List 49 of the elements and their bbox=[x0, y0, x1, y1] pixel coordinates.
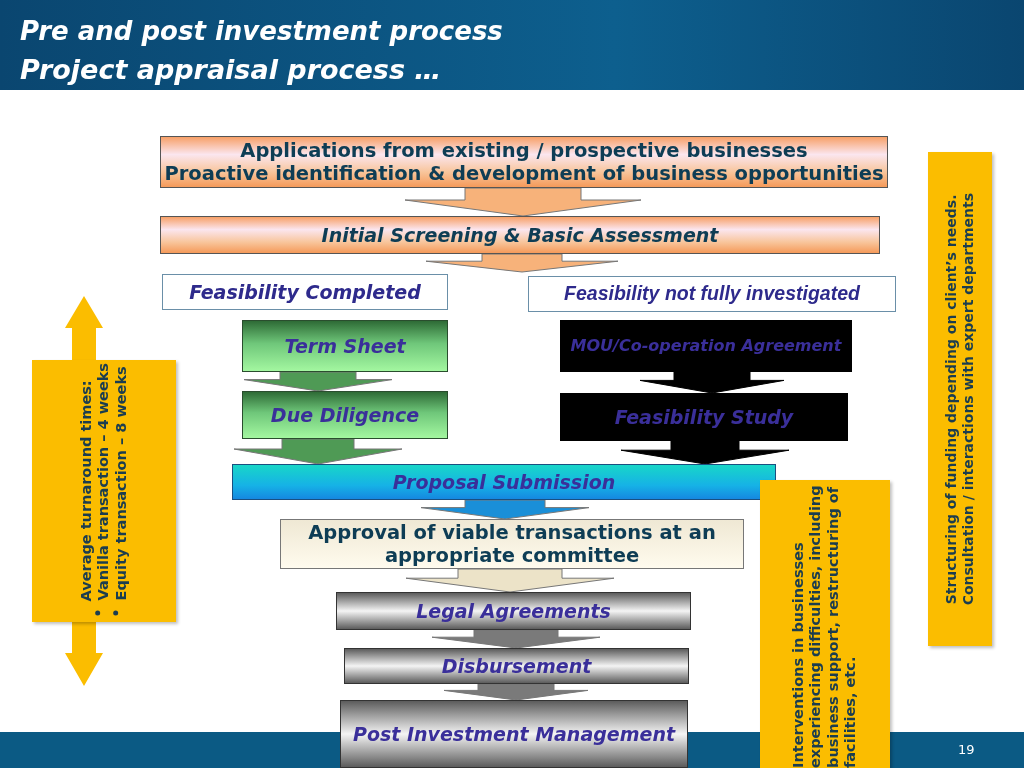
process-box bbox=[280, 519, 744, 569]
process-box bbox=[160, 216, 880, 254]
block-arrow bbox=[620, 440, 790, 465]
process-box bbox=[560, 393, 848, 441]
process-box bbox=[528, 276, 896, 312]
box-text: Post Investment Management bbox=[353, 722, 675, 746]
process-box bbox=[340, 700, 688, 768]
block-arrow bbox=[233, 438, 403, 465]
note-text: Equity transaction – 8 weeks bbox=[112, 366, 130, 601]
box-text: Legal Agreements bbox=[416, 599, 611, 623]
process-box bbox=[344, 648, 689, 684]
note-text: Interventions in businesses experiencing difficulties, including business support, restructuring of facilities, etc. bbox=[790, 484, 860, 768]
process-box bbox=[560, 320, 852, 372]
block-arrow bbox=[431, 629, 601, 649]
slide-subtitle: Project appraisal process … bbox=[20, 54, 442, 85]
note-panel bbox=[32, 360, 176, 622]
box-text: Due Diligence bbox=[270, 403, 420, 427]
block-arrow bbox=[639, 371, 785, 394]
process-box bbox=[242, 320, 448, 372]
process-box bbox=[336, 592, 691, 630]
process-box bbox=[162, 274, 448, 310]
note-text: Structuring of funding depending on client’s needs. bbox=[943, 193, 960, 606]
process-box bbox=[160, 136, 888, 188]
note-panel bbox=[760, 480, 890, 768]
box-text: Proposal Submission bbox=[392, 470, 616, 494]
box-text: Applications from existing / prospective businesses bbox=[240, 138, 808, 162]
process-box bbox=[242, 391, 448, 439]
box-text: Feasibility Study bbox=[614, 405, 794, 429]
block-arrow bbox=[443, 683, 589, 701]
box-text: Approval of viable transactions at an appropriate committee bbox=[307, 520, 717, 568]
slide-title: Pre and post investment process bbox=[20, 16, 503, 46]
page-number: 19 bbox=[958, 742, 975, 757]
box-text: Term Sheet bbox=[284, 334, 406, 358]
block-arrow bbox=[405, 568, 615, 593]
block-arrow bbox=[243, 371, 393, 392]
process-box bbox=[232, 464, 776, 500]
note-panel bbox=[928, 152, 992, 646]
box-text: MOU/Co-operation Agreement bbox=[570, 336, 842, 356]
box-text: Proactive identification & development of business opportunities bbox=[164, 162, 884, 186]
note-text: Average turnaround times: bbox=[77, 379, 95, 604]
box-text: Feasibility Completed bbox=[189, 280, 421, 304]
box-text: Initial Screening & Basic Assessment bbox=[321, 223, 719, 247]
block-arrow bbox=[425, 253, 619, 273]
block-arrow bbox=[420, 499, 590, 520]
box-text: Disbursement bbox=[441, 654, 592, 678]
block-arrow bbox=[404, 187, 642, 217]
box-text: Feasibility not fully investigated bbox=[564, 282, 860, 306]
note-text: Vanilla transaction – 4 weeks bbox=[95, 362, 113, 601]
note-text: Consultation / interactions with expert departments bbox=[960, 192, 977, 606]
